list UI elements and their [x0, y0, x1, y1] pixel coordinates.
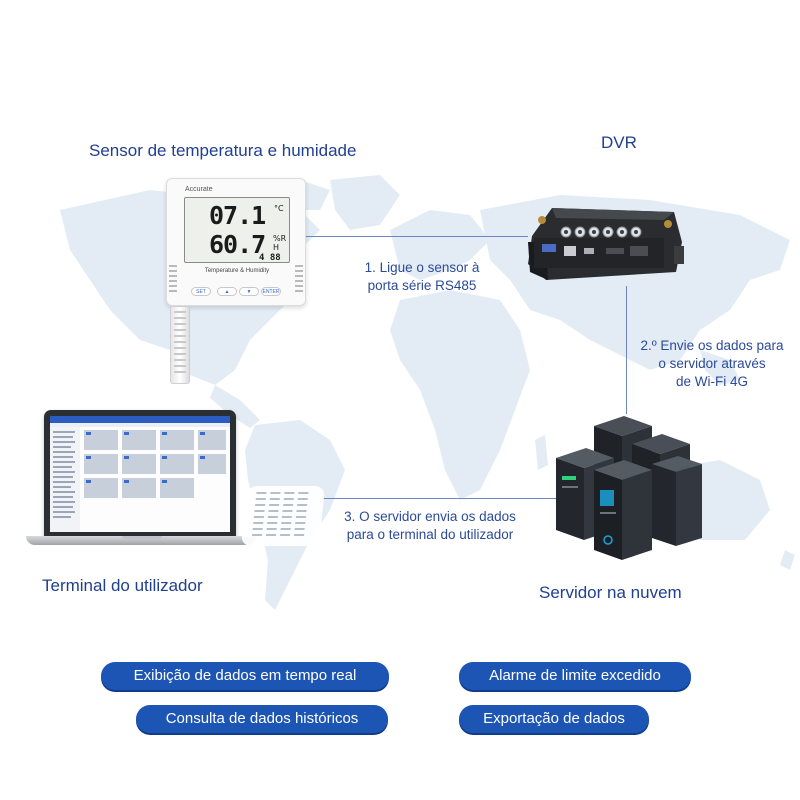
connector-server-to-terminal — [322, 498, 560, 499]
step-1-line-1: 1. Ligue o sensor à — [364, 260, 480, 275]
sensor-label: Sensor de temperatura e humidade — [89, 141, 357, 160]
server-label: Servidor na nuvem — [539, 583, 682, 602]
step-3-line-1: 3. O servidor envia os dados — [344, 509, 516, 524]
connector-sensor-to-dvr — [306, 236, 528, 237]
sensor-brand: Accurate — [185, 186, 213, 193]
data-table-graphic — [240, 486, 326, 546]
feature-threshold-alarm: Alarme de limite excedido — [459, 662, 691, 690]
sensor-caption: Temperature & Humidity — [204, 268, 270, 274]
sensor-probe — [170, 306, 190, 384]
connector-dvr-to-server — [626, 286, 627, 414]
sensor-button-up[interactable]: ▲ — [217, 287, 237, 296]
laptop-base — [26, 536, 256, 545]
sensor-button-down[interactable]: ▼ — [239, 287, 259, 296]
cloud-server-image — [556, 416, 702, 560]
step-2-line-2: o servidor através — [658, 356, 766, 371]
sensor-vent-right — [295, 265, 303, 295]
laptop-screen — [44, 410, 236, 538]
step-1-text: 1. Ligue o sensor à porta série RS485 — [352, 259, 492, 295]
step-3-line-2: para o terminal do utilizador — [346, 527, 514, 542]
temperature-humidity-sensor: Accurate 07.1 °C 60.7 %RH 4 88 Temperatu… — [166, 178, 306, 306]
step-2-text: 2.º Envie os dados para o servidor atrav… — [628, 337, 796, 391]
feature-history-query: Consulta de dados históricos — [136, 705, 388, 733]
dvr-label: DVR — [601, 133, 637, 152]
sensor-button-set[interactable]: SET — [191, 287, 211, 296]
sensor-button-enter[interactable]: ENTER — [261, 287, 281, 296]
sensor-humidity-unit: %RH — [273, 234, 287, 252]
feature-realtime-display: Exibição de dados em tempo real — [101, 662, 389, 690]
sensor-temperature-reading: 07.1 — [209, 201, 266, 230]
sensor-temperature-unit: °C — [274, 204, 284, 213]
step-3-text: 3. O servidor envia os dados para o term… — [330, 508, 530, 544]
laptop-notch — [122, 536, 162, 539]
sensor-small-reading: 4 88 — [259, 253, 281, 263]
step-2-line-1: 2.º Envie os dados para — [640, 338, 784, 353]
sensor-humidity-reading: 60.7 — [209, 230, 266, 259]
step-1-line-2: porta série RS485 — [367, 278, 477, 293]
feature-data-export: Exportação de dados — [459, 705, 649, 733]
step-2-line-3: de Wi-Fi 4G — [675, 374, 748, 389]
sensor-vent-left — [169, 265, 177, 295]
laptop-software-display — [50, 416, 230, 532]
terminal-label: Terminal do utilizador — [42, 576, 203, 595]
dvr-device-image — [528, 208, 684, 280]
sensor-lcd-display: 07.1 °C 60.7 %RH 4 88 — [184, 197, 290, 263]
